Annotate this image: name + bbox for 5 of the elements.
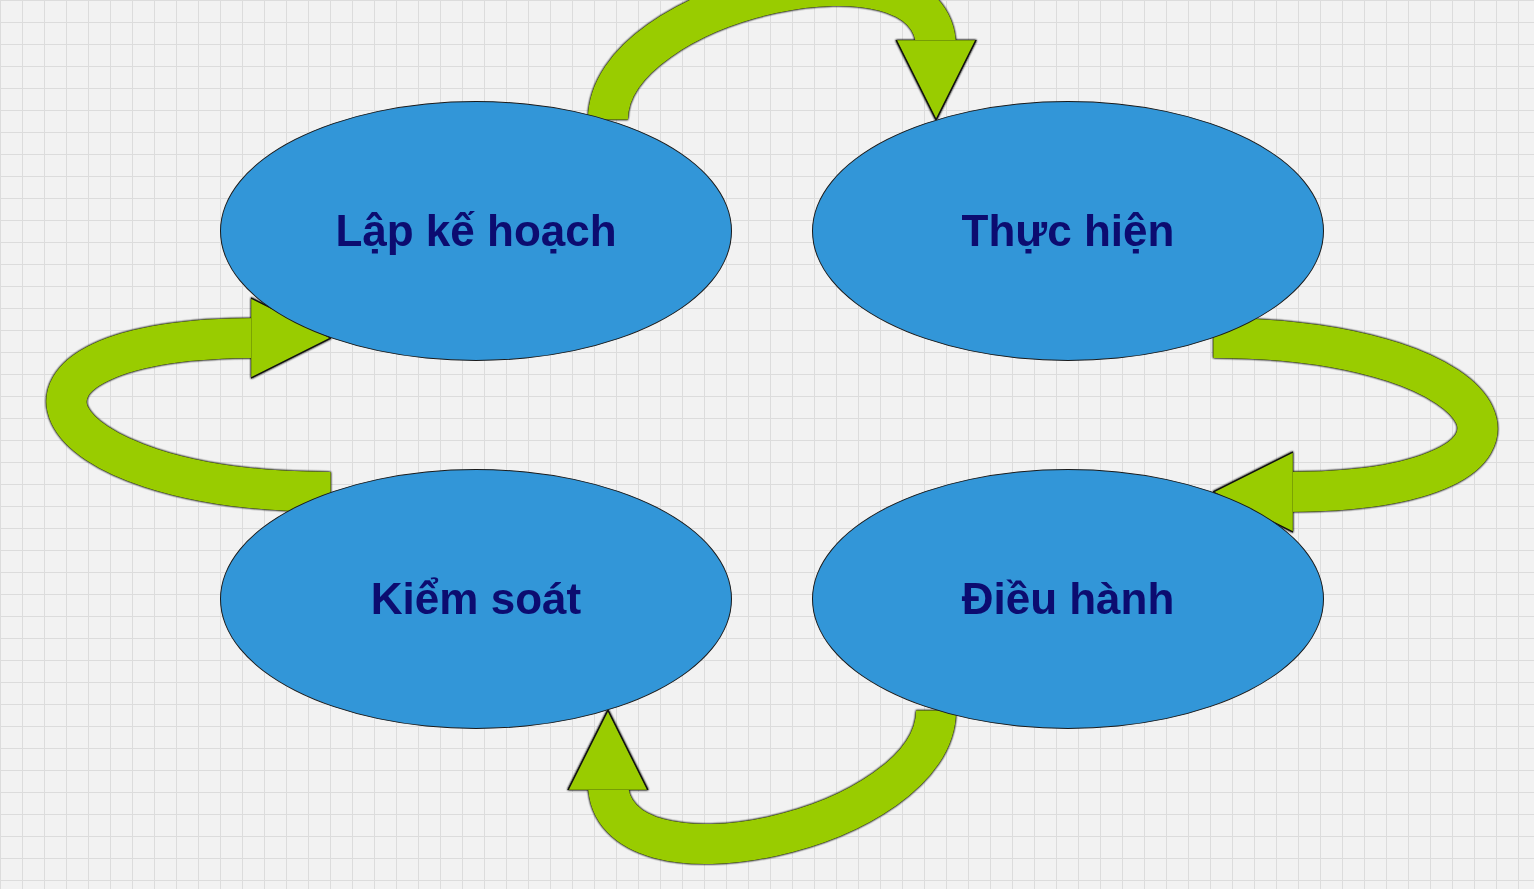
node-label: Lập kế hoạch — [335, 206, 617, 256]
node-label: Thực hiện — [961, 206, 1175, 256]
process-ellipse — [812, 469, 1324, 729]
node-label: Điều hành — [961, 574, 1175, 624]
node-label: Kiểm soát — [370, 574, 582, 624]
